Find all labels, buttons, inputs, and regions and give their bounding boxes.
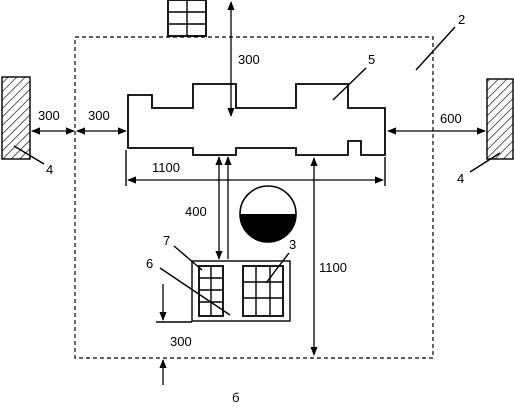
figure-caption: б [232, 390, 239, 405]
top-grid-window [167, 0, 207, 37]
label-wall-right: 4 [457, 171, 464, 186]
dim-height: 1100 [319, 260, 347, 275]
label-zone: 2 [458, 12, 465, 27]
wide-grid-unit [242, 265, 284, 317]
leader-wall-left [13, 145, 45, 165]
label-counter: 5 [368, 52, 375, 67]
dim-mid-gap: 400 [185, 204, 207, 219]
counter-outline [127, 83, 386, 156]
sink-icon [239, 185, 297, 243]
leader-zone [415, 26, 456, 71]
dim-top-gap: 300 [238, 52, 260, 67]
dim-right-gap: 600 [440, 111, 462, 126]
dim-left-inner-gap: 300 [88, 108, 110, 123]
leader-wall-right [469, 152, 501, 173]
label-grid-unit-alt: 7 [163, 233, 170, 248]
dim-width: 1100 [152, 160, 180, 175]
leader-appliance [265, 252, 290, 284]
label-wall-left: 4 [46, 162, 53, 177]
label-grid-unit: 6 [146, 256, 153, 271]
label-appliance: 3 [289, 237, 296, 252]
dim-bottom-gap: 300 [170, 334, 192, 349]
dim-left-outer-gap: 300 [38, 108, 60, 123]
leader-counter [332, 67, 367, 101]
wall-left [1, 76, 31, 160]
leader-grid-unit [159, 267, 231, 316]
zone-boundary [74, 36, 434, 359]
appliance-box [191, 260, 291, 322]
narrow-grid-unit [198, 265, 224, 317]
wall-right [486, 78, 514, 160]
leader-grid-unit-alt [173, 245, 203, 271]
